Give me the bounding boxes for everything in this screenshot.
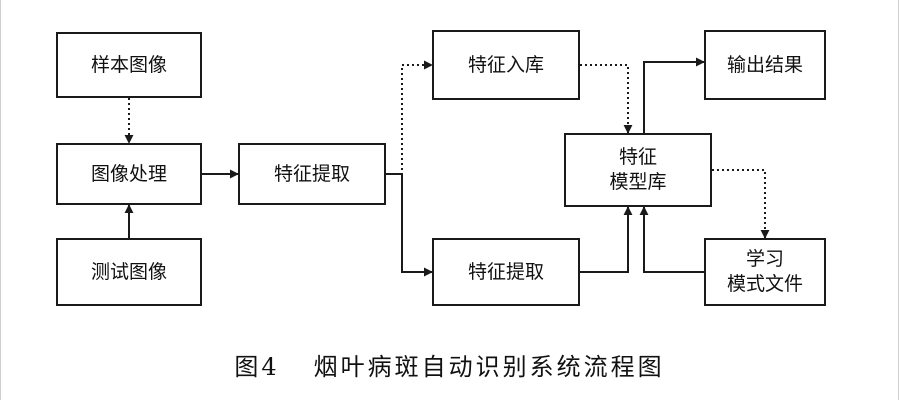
node-test-image-label: 测试图像 — [90, 260, 167, 283]
edge-feature-extraction-1-to-feature-storage — [386, 60, 433, 175]
node-learning-mode-file-line2: 模式文件 — [726, 273, 803, 295]
node-image-processing-label: 图像处理 — [90, 162, 167, 185]
node-sample-image: 样本图像 — [56, 32, 202, 98]
node-feature-model-library-line1: 特征 — [618, 146, 657, 168]
caption-title: 烟叶病斑自动识别系统流程图 — [313, 352, 665, 381]
edge-feature-model-library-to-output-result — [643, 57, 705, 133]
node-feature-storage-label: 特征入库 — [467, 53, 544, 76]
node-sample-image-label: 样本图像 — [90, 53, 167, 76]
node-output-result-label: 输出结果 — [726, 53, 803, 76]
figure-caption: 图4 烟叶病斑自动识别系统流程图 — [0, 344, 899, 384]
node-feature-extraction-2: 特征提取 — [432, 238, 580, 306]
edge-feature-model-library-to-learning-mode-file — [712, 169, 770, 239]
node-image-processing: 图像处理 — [56, 143, 202, 205]
node-feature-extraction-1: 特征提取 — [238, 143, 386, 205]
caption-number: 图4 — [234, 352, 280, 381]
edge-learning-mode-file-to-feature-model-library — [639, 206, 704, 273]
edge-feature-extraction-1-to-feature-extraction-2 — [386, 173, 433, 277]
node-output-result: 输出结果 — [704, 30, 826, 100]
node-feature-model-library-line2: 模型库 — [609, 171, 667, 193]
edge-feature-storage-to-feature-model-library — [580, 64, 633, 134]
node-feature-extraction-1-label: 特征提取 — [273, 162, 350, 185]
edge-feature-extraction-2-to-feature-model-library — [580, 206, 633, 273]
node-learning-mode-file: 学习 模式文件 — [704, 238, 826, 306]
node-feature-model-library: 特征 模型库 — [564, 133, 712, 207]
node-feature-extraction-2-label: 特征提取 — [467, 260, 544, 283]
node-learning-mode-file-line1: 学习 — [745, 248, 784, 270]
node-feature-storage: 特征入库 — [432, 30, 580, 100]
node-test-image: 测试图像 — [56, 238, 202, 306]
